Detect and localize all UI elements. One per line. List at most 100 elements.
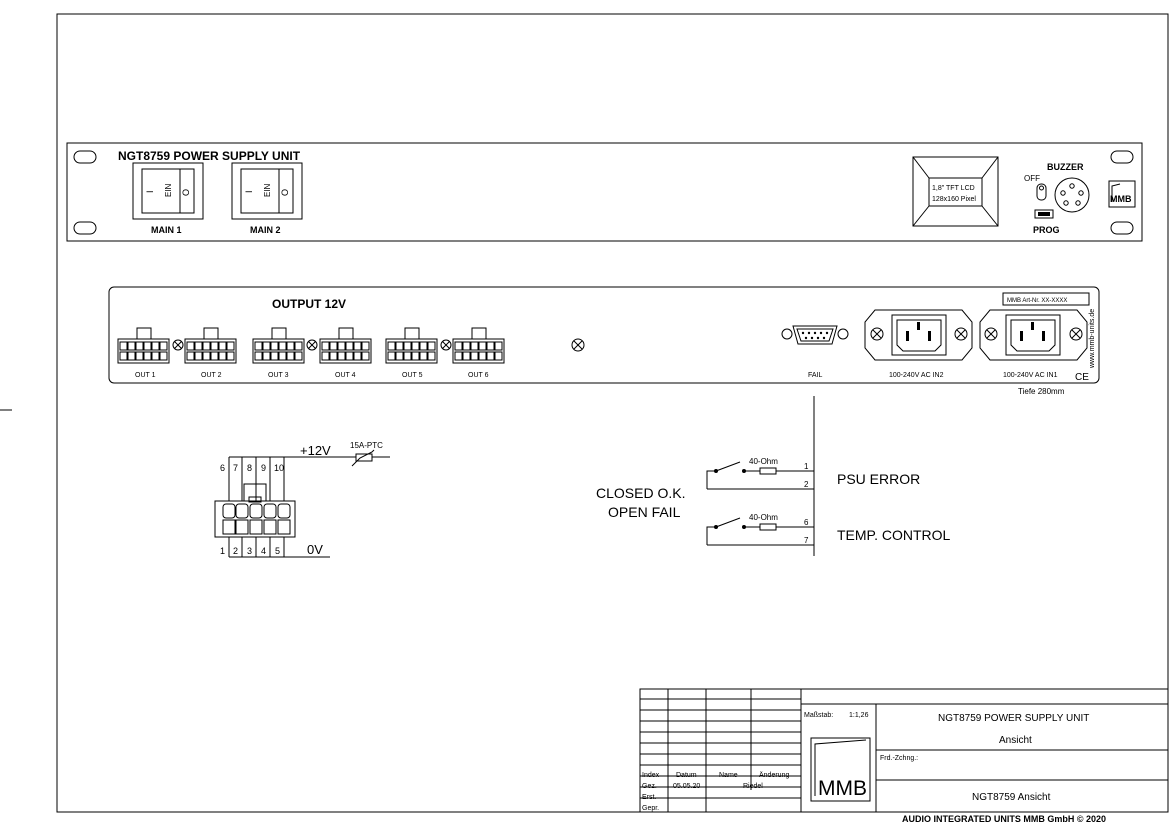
tb-row-erst: Erst. bbox=[642, 794, 656, 801]
buzzer-speaker-icon bbox=[1054, 177, 1090, 213]
out-2-label: OUT 2 bbox=[201, 372, 222, 379]
lcd-display: 1,8" TFT LCD 128x160 Pixel bbox=[912, 156, 999, 227]
main-2-label: MAIN 2 bbox=[250, 225, 281, 235]
main-1-label: MAIN 1 bbox=[151, 225, 182, 235]
out-3-label: OUT 3 bbox=[268, 372, 289, 379]
footer-copyright: AUDIO INTEGRATED UNITS MMB GmbH © 2020 bbox=[902, 814, 1106, 824]
connector-screw-icon bbox=[440, 339, 452, 351]
switch-2-i: I bbox=[244, 190, 254, 193]
connector-screw-icon bbox=[172, 339, 184, 351]
output-connector-2 bbox=[184, 327, 237, 364]
output-connectors bbox=[117, 327, 505, 364]
pin-6: 6 bbox=[220, 463, 225, 473]
rear-panel: OUTPUT 12V OUT 1 OUT 2 OUT 3 OUT 4 OUT 5… bbox=[108, 286, 1100, 384]
relay-pin-2: 2 bbox=[804, 480, 809, 489]
pin-7: 7 bbox=[233, 463, 238, 473]
zero-v-label: 0V bbox=[307, 542, 323, 557]
svg-text:MMB: MMB bbox=[818, 777, 867, 800]
mmb-logo-title: MMB bbox=[810, 737, 871, 802]
lcd-line-2: 128x160 Pixel bbox=[932, 196, 976, 203]
pinout-diagram: +12V 0V 15A-PTC 6 7 8 9 10 1 2 3 4 5 bbox=[214, 441, 390, 558]
mount-hole-bl bbox=[73, 221, 97, 235]
front-panel-outline bbox=[66, 142, 1143, 242]
fail-label: FAIL bbox=[808, 372, 823, 379]
relay-pin-6: 6 bbox=[804, 518, 809, 527]
ptc-fuse-icon bbox=[351, 449, 375, 467]
mmb-logo-front: MMB bbox=[1108, 180, 1136, 208]
output-connector-4 bbox=[319, 327, 372, 364]
tb-drawing-name: NGT8759 Ansicht bbox=[972, 792, 1051, 803]
relay-pin-1: 1 bbox=[804, 462, 809, 471]
pin-4: 4 bbox=[261, 546, 266, 556]
title-block: Maßstab: 1:1,26 NGT8759 POWER SUPPLY UNI… bbox=[639, 688, 1169, 813]
resistor-1-label: 40-Ohm bbox=[749, 457, 778, 466]
tb-gez-name: Riedel bbox=[743, 783, 763, 790]
pin-10: 10 bbox=[274, 463, 284, 473]
pinout-connector-body bbox=[214, 500, 296, 538]
iec-inlet-2 bbox=[864, 309, 973, 361]
front-panel-title: NGT8759 POWER SUPPLY UNIT bbox=[118, 149, 301, 163]
output-connector-5 bbox=[385, 327, 438, 364]
tb-header-name: Name bbox=[719, 772, 738, 779]
switch-1-o: O bbox=[181, 189, 191, 196]
pin-1: 1 bbox=[220, 546, 225, 556]
usb-port-icon bbox=[1034, 209, 1054, 219]
output-title: OUTPUT 12V bbox=[272, 297, 346, 311]
out-1-label: OUT 1 bbox=[135, 372, 156, 379]
tb-title: NGT8759 POWER SUPPLY UNIT bbox=[938, 713, 1089, 724]
out-5-label: OUT 5 bbox=[402, 372, 423, 379]
ac-in2-label: 100-240V AC IN2 bbox=[889, 372, 944, 379]
tb-header-index: Index bbox=[642, 772, 660, 779]
mount-hole-tl bbox=[73, 150, 97, 164]
relay-pin-7: 7 bbox=[804, 536, 809, 545]
mount-hole-tr bbox=[1110, 150, 1134, 164]
scale-label: Maßstab: bbox=[804, 712, 833, 719]
switch-2-on: EIN bbox=[263, 183, 272, 197]
ce-mark: CE bbox=[1075, 372, 1089, 383]
serial-box bbox=[1002, 292, 1090, 306]
iec-inlet-1 bbox=[979, 309, 1088, 361]
serial-label: MMB Art-Nr. XX-XXXX bbox=[1007, 298, 1067, 304]
depth-note: Tiefe 280mm bbox=[1018, 387, 1065, 396]
tb-row-gez: Gez. bbox=[642, 783, 657, 790]
output-connector-6 bbox=[452, 327, 505, 364]
fuse-label: 15A-PTC bbox=[350, 441, 383, 450]
pin-5: 5 bbox=[275, 546, 280, 556]
buzzer-off-label: OFF bbox=[1024, 174, 1040, 183]
resistor-2-label: 40-Ohm bbox=[749, 513, 778, 522]
tb-gez-date: 05.05.20 bbox=[673, 783, 700, 790]
pin-3: 3 bbox=[247, 546, 252, 556]
output-labels: OUT 1 OUT 2 OUT 3 OUT 4 OUT 5 OUT 6 bbox=[135, 372, 489, 379]
open-label: OPEN FAIL bbox=[608, 504, 681, 520]
switch-2-o: O bbox=[280, 189, 290, 196]
pin-9: 9 bbox=[261, 463, 266, 473]
relay-diagram: CLOSED O.K. OPEN FAIL 40-Ohm 40-Ohm 1 2 … bbox=[596, 396, 951, 556]
front-panel: NGT8759 POWER SUPPLY UNIT I EIN O MAIN 1… bbox=[66, 142, 1143, 242]
screw-icon bbox=[571, 338, 585, 352]
dsub-fail-connector bbox=[781, 325, 849, 345]
svg-text:MMB: MMB bbox=[1110, 194, 1132, 204]
main-switch-2: I EIN O bbox=[231, 162, 303, 220]
output-connector-1 bbox=[117, 327, 170, 364]
switch-1-on: EIN bbox=[164, 183, 173, 197]
closed-label: CLOSED O.K. bbox=[596, 485, 685, 501]
psu-error-label: PSU ERROR bbox=[837, 471, 920, 487]
buzzer-label: BUZZER bbox=[1047, 162, 1084, 172]
plus-12v-label: +12V bbox=[300, 443, 331, 458]
scale-value: 1:1,26 bbox=[849, 712, 869, 719]
website-label: www.mmb-units.de bbox=[1089, 309, 1096, 369]
ac-in1-label: 100-240V AC IN1 bbox=[1003, 372, 1058, 379]
tb-drawing-no-label: Frd.-Zchng.: bbox=[880, 755, 918, 762]
output-connector-3 bbox=[252, 327, 305, 364]
pin-2: 2 bbox=[233, 546, 238, 556]
out-6-label: OUT 6 bbox=[468, 372, 489, 379]
tb-row-gepr: Gepr. bbox=[642, 805, 659, 812]
tb-header-date: Datum bbox=[676, 772, 697, 779]
tb-subtitle: Ansicht bbox=[999, 735, 1032, 746]
tb-header-change: Änderung bbox=[759, 771, 789, 779]
mount-hole-br bbox=[1110, 221, 1134, 235]
prog-label: PROG bbox=[1033, 225, 1060, 235]
main-switch-1: I EIN O bbox=[132, 162, 204, 220]
switch-1-i: I bbox=[145, 190, 155, 193]
